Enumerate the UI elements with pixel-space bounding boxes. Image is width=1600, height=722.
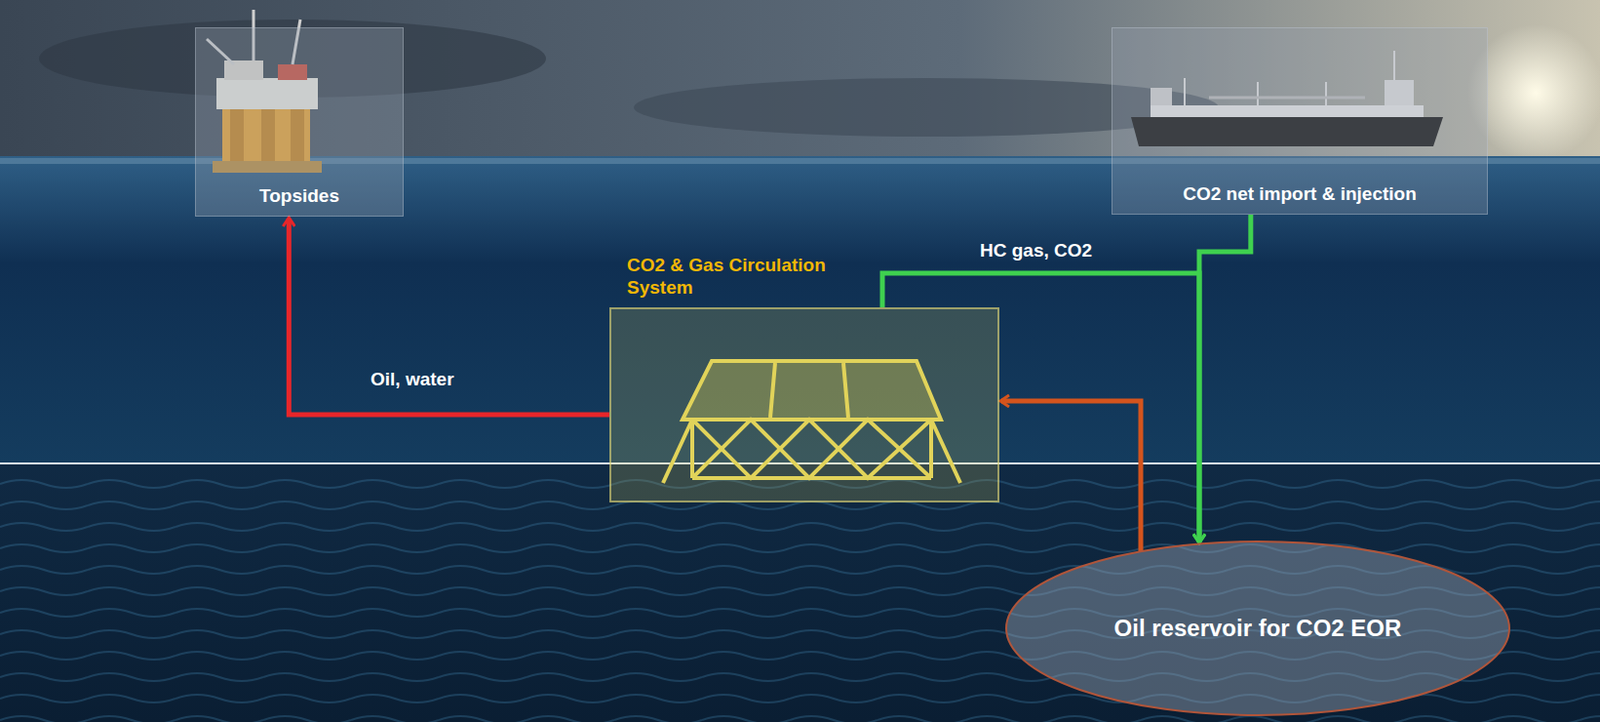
flow-arrow	[1199, 214, 1251, 542]
flow-label: HC gas, CO2	[979, 239, 1093, 262]
node-label: Topsides	[195, 185, 403, 208]
flow-label: Oil, water	[370, 368, 455, 391]
platform-box: Topsides	[195, 27, 404, 217]
ship-box: CO2 net import & injection	[1111, 27, 1488, 215]
node-label: CO2 net import & injection	[1112, 183, 1487, 206]
circulation-system-box: CO2 & Gas Circulation System	[609, 307, 1000, 503]
reservoir-ellipse: Oil reservoir for CO2 EOR	[1004, 539, 1512, 717]
flow-arrow	[288, 218, 610, 415]
flow-arrow	[1001, 400, 1141, 551]
node-label: CO2 & Gas Circulation System	[626, 254, 842, 300]
node-label: Oil reservoir for CO2 EOR	[1085, 614, 1432, 643]
